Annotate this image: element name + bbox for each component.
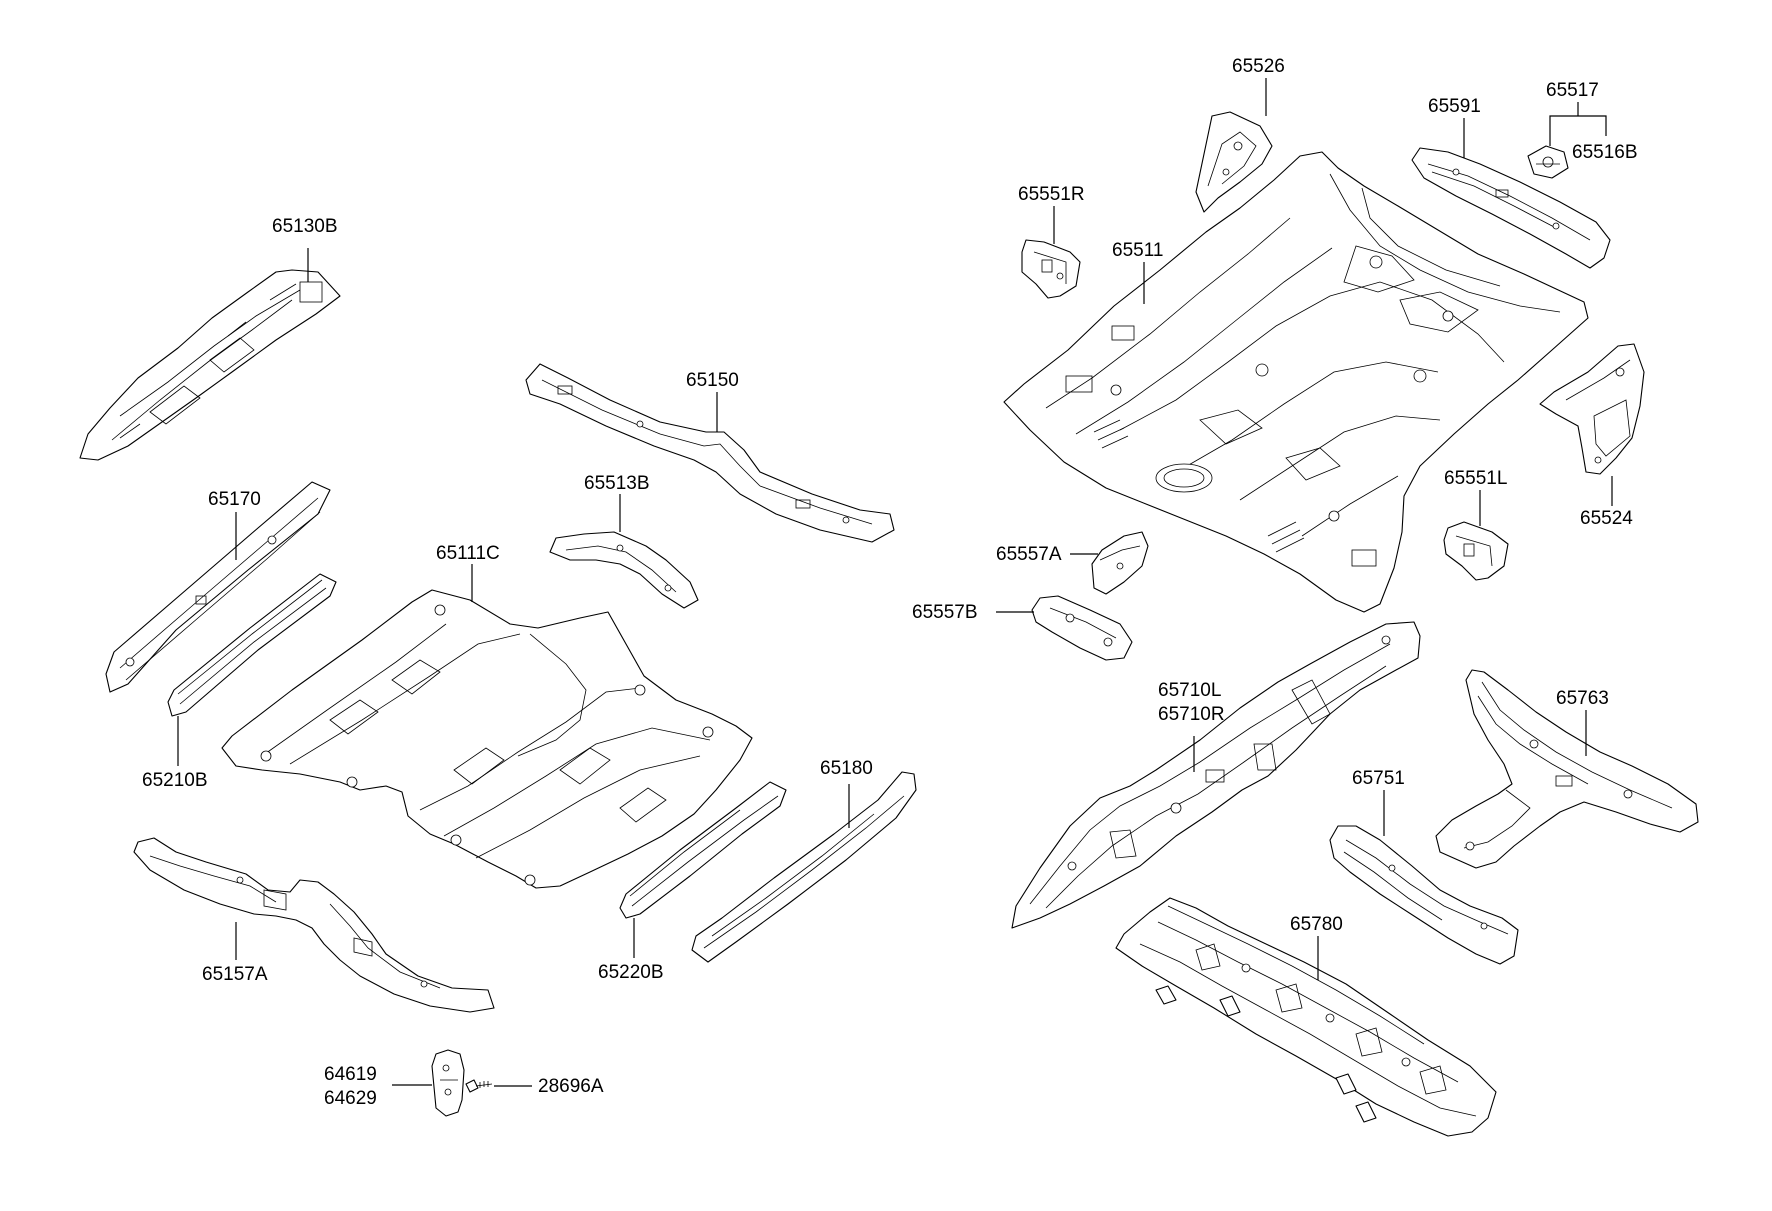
part-65551R[interactable] [1021, 239, 1081, 299]
label-65591: 65591 [1428, 96, 1481, 117]
part-65157A[interactable] [133, 837, 495, 1013]
part-65511[interactable] [1003, 151, 1589, 613]
label-65751: 65751 [1352, 768, 1405, 789]
part-65111C[interactable] [221, 589, 753, 889]
label-65517: 65517 [1546, 80, 1599, 101]
part-65170[interactable] [105, 481, 331, 693]
label-65780: 65780 [1290, 914, 1343, 935]
label-65511: 65511 [1112, 240, 1163, 261]
label-28696A: 28696A [538, 1076, 604, 1097]
label-64629: 64629 [324, 1088, 377, 1109]
part-65150[interactable] [525, 363, 895, 543]
label-65180: 65180 [820, 758, 873, 779]
label-65551L: 65551L [1444, 468, 1507, 489]
label-65210B: 65210B [142, 770, 208, 791]
part-65210B[interactable] [167, 573, 337, 717]
label-65557A: 65557A [996, 544, 1062, 565]
label-65763: 65763 [1556, 688, 1609, 709]
part-65526[interactable] [1195, 111, 1273, 213]
label-65557B: 65557B [912, 602, 978, 623]
label-65526: 65526 [1232, 56, 1285, 77]
part-65524[interactable] [1539, 343, 1645, 475]
part-65517[interactable] [1527, 145, 1569, 179]
label-65710L: 65710L [1158, 680, 1221, 701]
label-65710R: 65710R [1158, 704, 1225, 725]
part-65763[interactable] [1435, 669, 1699, 869]
part-65710L[interactable] [1011, 621, 1421, 929]
label-65130B: 65130B [272, 216, 338, 237]
part-65557A[interactable] [1091, 531, 1149, 595]
label-65111C: 65111C [436, 543, 500, 564]
part-65130B[interactable] [79, 269, 341, 461]
label-65516B: 65516B [1572, 142, 1638, 163]
part-64619[interactable] [431, 1049, 465, 1117]
part-65220B[interactable] [619, 781, 787, 919]
part-65551L[interactable] [1443, 521, 1509, 581]
part-28696A[interactable] [465, 1079, 493, 1093]
label-65220B: 65220B [598, 962, 664, 983]
label-65150: 65150 [686, 370, 739, 391]
part-65751[interactable] [1329, 825, 1519, 965]
part-65557B[interactable] [1031, 595, 1133, 661]
part-65180[interactable] [691, 771, 917, 963]
label-64619: 64619 [324, 1064, 377, 1085]
label-65551R: 65551R [1018, 184, 1085, 205]
label-65170: 65170 [208, 489, 261, 510]
label-65157A: 65157A [202, 964, 268, 985]
label-65524: 65524 [1580, 508, 1633, 529]
label-65513B: 65513B [584, 473, 650, 494]
part-65780[interactable] [1115, 897, 1497, 1137]
part-65513B[interactable] [549, 531, 699, 609]
